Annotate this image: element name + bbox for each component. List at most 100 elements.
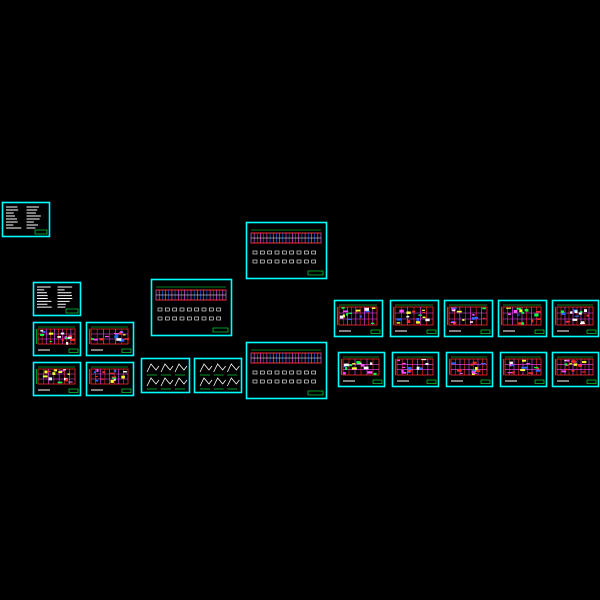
section-symbol (260, 379, 265, 384)
plan-fixture (114, 369, 117, 373)
plan-fixture (511, 371, 515, 374)
plan-fixture (54, 369, 57, 372)
plan-fixture (58, 371, 63, 373)
plan-fixture (42, 330, 46, 333)
section-symbol (260, 370, 265, 375)
sheet-r2-3[interactable] (445, 351, 494, 388)
plan-fixture (100, 378, 105, 380)
plan-fixture (517, 314, 520, 316)
plan-fixture (113, 379, 116, 381)
plan-fixture (571, 360, 576, 363)
sheet-plan-d[interactable] (85, 361, 135, 397)
plan-fixture (482, 307, 486, 310)
plan-outline (556, 358, 594, 376)
title-block (534, 379, 545, 384)
section-symbol (296, 370, 302, 375)
plan-fixture (422, 311, 426, 313)
plan-fixture (453, 321, 457, 325)
plan-fixture (456, 310, 462, 313)
plan-fixture (343, 372, 346, 375)
section-symbol (282, 370, 287, 375)
sheet-elev-mid[interactable] (150, 278, 233, 337)
title-block (68, 388, 79, 393)
plan-fixture (459, 372, 463, 374)
plan-fixture (124, 338, 129, 340)
section-symbol (296, 250, 302, 255)
section-symbol (187, 316, 192, 321)
section-symbol (172, 316, 177, 321)
title-block (68, 348, 79, 353)
section-symbol (304, 259, 309, 264)
sheet-plan-a[interactable] (32, 321, 82, 357)
plan-fixture (339, 315, 344, 319)
sheet-notes[interactable] (32, 281, 82, 317)
sheet-frame (245, 341, 328, 400)
section-symbol (260, 259, 265, 264)
plan-fixture (68, 335, 73, 338)
plan-fixture (365, 310, 370, 313)
section-symbol (252, 370, 258, 375)
plan-fixture (52, 372, 56, 375)
sheet-r1-5[interactable] (551, 299, 600, 338)
section-symbol (267, 250, 272, 255)
plan-fixture (524, 366, 529, 369)
title-block (121, 348, 132, 353)
plan-fixture (471, 317, 475, 320)
sheet-r2-2[interactable] (391, 351, 440, 388)
plan-fixture (480, 362, 486, 365)
sheet-r2-1[interactable] (337, 351, 386, 388)
sheet-plan-c[interactable] (32, 361, 82, 397)
sheet-plan-b[interactable] (85, 321, 135, 357)
sheet-detail-b[interactable] (193, 357, 243, 394)
sheet-r1-2[interactable] (389, 299, 440, 338)
plan-fixture (48, 377, 53, 381)
plan-fixture (99, 338, 104, 341)
section-symbol (282, 259, 287, 264)
plan-fixture (565, 364, 569, 367)
plan-fixture (93, 371, 97, 373)
plan-fixture (40, 330, 44, 332)
sheet-frame (140, 357, 191, 394)
plan-fixture (42, 375, 48, 378)
plan-fixture (581, 371, 586, 373)
plan-fixture (574, 315, 580, 317)
plan-fixture (452, 307, 457, 309)
section-symbol (267, 259, 272, 264)
plan-outline (37, 328, 76, 345)
plan-fixture (343, 310, 349, 313)
section-symbol (252, 250, 258, 255)
plan-fixture (472, 372, 477, 375)
plan-fixture (507, 372, 513, 374)
plan-fixture (422, 309, 425, 311)
detail-sketch (199, 377, 213, 387)
plan-fixture (534, 366, 539, 369)
plan-fixture (518, 322, 523, 325)
sheet-elev-top[interactable] (245, 221, 328, 280)
plan-fixture (580, 321, 585, 325)
detail-sketch (226, 377, 240, 387)
plan-fixture (565, 320, 570, 323)
plan-fixture (341, 307, 345, 309)
section-symbol (194, 316, 199, 321)
plan-fixture (408, 366, 412, 370)
sheet-r2-5[interactable] (551, 351, 600, 388)
plan-fixture (521, 359, 527, 362)
section-symbol (209, 316, 214, 321)
sheet-r2-4[interactable] (499, 351, 548, 388)
plan-fixture (507, 313, 511, 316)
sheet-cover[interactable] (1, 201, 51, 238)
title-block (480, 379, 491, 384)
plan-fixture (582, 361, 587, 363)
sheet-r1-4[interactable] (497, 299, 548, 338)
plan-fixture (578, 312, 582, 315)
plan-fixture (401, 369, 404, 373)
sheet-detail-a[interactable] (140, 357, 191, 394)
sheet-r1-3[interactable] (443, 299, 494, 338)
plan-fixture (345, 367, 348, 370)
sheet-r1-1[interactable] (333, 299, 384, 338)
plan-outline (556, 306, 594, 326)
sheet-elev-bot[interactable] (245, 341, 328, 400)
plan-fixture (451, 307, 455, 311)
plan-fixture (49, 340, 52, 343)
